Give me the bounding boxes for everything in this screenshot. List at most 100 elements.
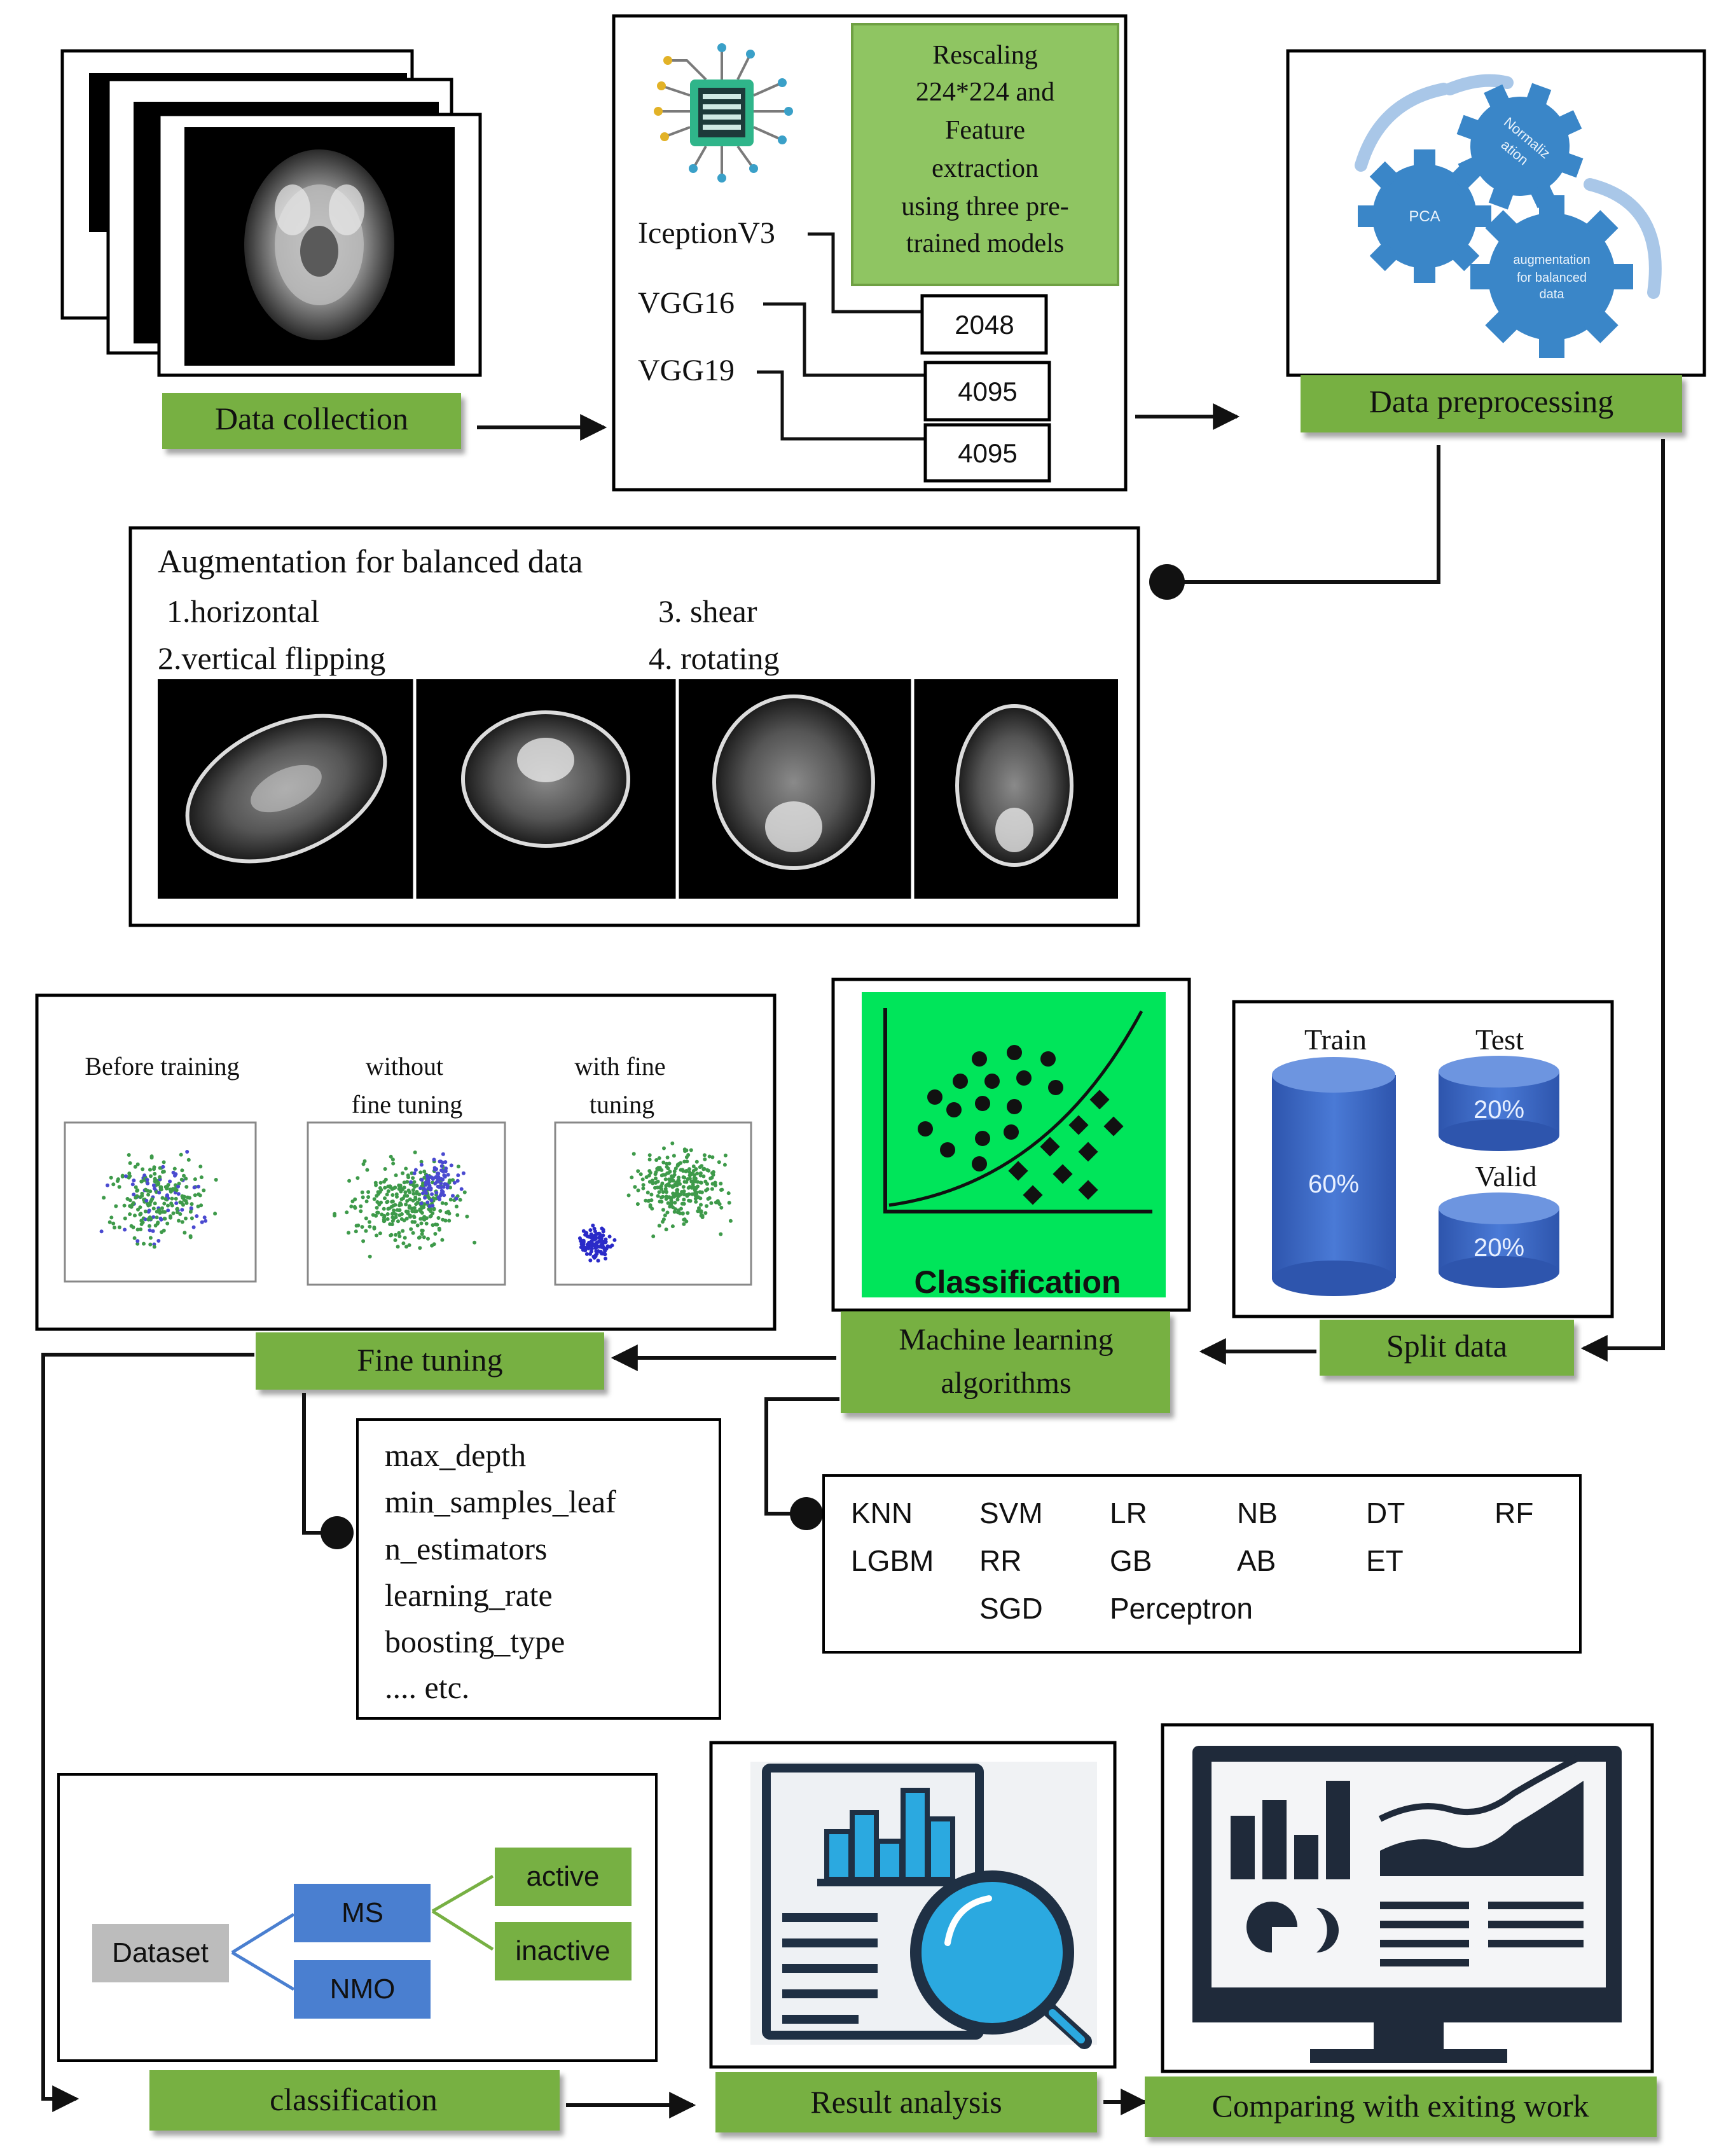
tsne-point	[728, 1219, 733, 1223]
tsne-point	[698, 1180, 703, 1185]
tsne-point	[437, 1226, 441, 1231]
model-vgg19: VGG19	[638, 354, 735, 387]
tsne-point	[415, 1223, 420, 1227]
tsne-point	[361, 1195, 365, 1199]
tsne-point	[191, 1225, 196, 1229]
tsne-point	[670, 1201, 673, 1205]
tsne-point	[361, 1162, 366, 1166]
tsne-point	[707, 1196, 712, 1200]
result-analysis-panel	[709, 1741, 1117, 2069]
tsne-point	[180, 1208, 184, 1212]
tsne-point	[161, 1164, 165, 1169]
tsne-point	[106, 1183, 109, 1187]
tsne-point	[442, 1193, 446, 1198]
svg-text:20%: 20%	[1474, 1234, 1524, 1262]
tsne-point	[685, 1159, 689, 1164]
tsne-point	[392, 1217, 396, 1221]
tsne-point	[383, 1167, 387, 1171]
tsne-point	[710, 1187, 714, 1191]
tsne-point	[647, 1153, 652, 1157]
tsne-point	[664, 1184, 668, 1188]
tsne-point	[372, 1197, 376, 1201]
algorithms-panel: KNN SVM LR NB DT RF LGBM RR GB AB ET SGD…	[822, 1474, 1582, 1654]
tsne-point	[375, 1200, 380, 1204]
tsne-point	[590, 1247, 594, 1251]
tsne-point	[654, 1176, 658, 1180]
tsne-point	[451, 1178, 455, 1182]
tsne-point	[422, 1215, 427, 1219]
tsne-point	[413, 1168, 418, 1172]
tsne-point	[356, 1223, 361, 1227]
tsne-point	[389, 1233, 393, 1238]
tsne-point	[656, 1194, 660, 1198]
tsne-point	[169, 1201, 174, 1206]
tsne-point	[132, 1178, 136, 1183]
tsne-point	[452, 1180, 457, 1185]
tsne-point	[438, 1159, 443, 1164]
tsne-point	[141, 1220, 145, 1224]
tsne-point	[431, 1203, 435, 1208]
tsne-point	[659, 1168, 664, 1172]
tsne-point	[680, 1168, 685, 1172]
tsne-point	[690, 1185, 694, 1190]
tsne-point	[696, 1184, 700, 1189]
split-panel: Train Test Valid 60% 20% 20%	[1232, 1000, 1614, 1318]
tsne-point	[675, 1198, 680, 1202]
tsne-point	[593, 1243, 598, 1248]
tsne-point	[433, 1232, 438, 1236]
tsne-point	[123, 1227, 127, 1232]
svg-text:20%: 20%	[1474, 1096, 1524, 1124]
tsne-point	[392, 1212, 396, 1216]
tsne-point	[633, 1185, 637, 1189]
tsne-point	[588, 1241, 593, 1246]
tsne-point	[135, 1189, 139, 1193]
tsne-point	[392, 1208, 396, 1213]
tsne-point	[393, 1238, 397, 1242]
tsne-plot-before	[64, 1121, 257, 1283]
svg-text:fine tuning: fine tuning	[352, 1090, 462, 1119]
fine-tuning-panel: Before training without fine tuning with…	[35, 993, 777, 1331]
tsne-point	[430, 1192, 434, 1196]
tsne-point	[397, 1208, 401, 1213]
tsne-point	[378, 1186, 382, 1190]
tsne-point	[366, 1195, 371, 1199]
tsne-point	[374, 1213, 378, 1218]
tsne-point	[681, 1185, 686, 1189]
scatter-classification-icon: Classification	[883, 1008, 1152, 1300]
tsne-point	[135, 1241, 140, 1246]
tsne-point	[120, 1173, 125, 1178]
tsne-point	[680, 1201, 684, 1206]
tsne-point	[111, 1221, 116, 1226]
tsne-point	[434, 1191, 439, 1195]
hyperparam-item: max_depth	[385, 1437, 526, 1473]
ml-algorithms-label: Machine learning algorithms	[841, 1311, 1170, 1413]
tsne-point	[698, 1196, 703, 1201]
tsne-point	[649, 1192, 654, 1197]
tsne-point	[368, 1254, 372, 1259]
monitor-dashboard-icon	[1192, 1746, 1622, 2063]
tsne-point	[159, 1217, 163, 1222]
tsne-point	[163, 1217, 167, 1221]
tsne-point	[598, 1250, 603, 1254]
tsne-point	[425, 1200, 430, 1205]
tsne-point	[134, 1185, 138, 1189]
algo-sgd: SGD	[979, 1592, 1043, 1625]
tsne-point	[456, 1173, 460, 1177]
tsne-point	[125, 1197, 130, 1201]
tsne-point	[672, 1169, 677, 1173]
tsne-point	[163, 1185, 168, 1189]
feature-extraction-panel: Rescaling 224*224 and Feature extraction…	[612, 14, 1128, 492]
tsne-point	[443, 1169, 448, 1173]
tsne-point	[162, 1228, 166, 1233]
tsne-point	[115, 1179, 120, 1183]
tsne-point	[682, 1198, 686, 1202]
tsne-label-before: Before training	[85, 1052, 239, 1081]
arrow-preprocessing-to-split	[1580, 439, 1665, 1362]
connector-preprocessing-to-augmentation	[1167, 445, 1440, 584]
tsne-point	[368, 1224, 372, 1229]
tsne-point	[109, 1175, 113, 1180]
tsne-point	[188, 1234, 193, 1238]
tsne-point	[107, 1220, 112, 1224]
svg-text:Result analysis: Result analysis	[810, 2084, 1002, 2120]
svg-text:PCA: PCA	[1409, 208, 1440, 225]
